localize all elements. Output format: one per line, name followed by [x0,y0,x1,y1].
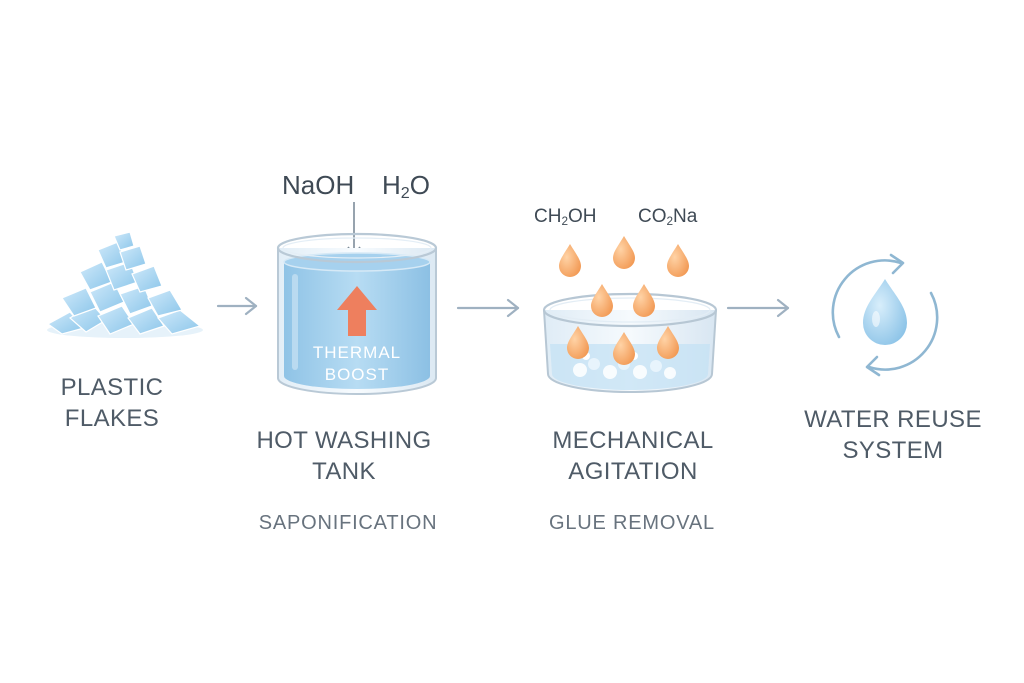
step-plastic-flakes-label: PLASTIC FLAKES [60,374,164,432]
plastic-flakes-icon [46,231,203,338]
process-saponification: SAPONIFICATION [258,512,438,534]
product-methanol: CH2OH [534,206,597,228]
thermal-boost-label: THERMAL BOOST [312,343,402,384]
flow-arrow-3-icon [726,298,790,318]
step-water-reuse-system-label: WATER REUSE SYSTEM [804,406,982,464]
hot-washing-tank-icon [276,232,438,395]
process-glue-removal: GLUE REMOVAL [549,512,715,534]
reagent-naoh: NaOH [282,170,355,200]
product-sodium-carboxylate: CO2Na [638,206,698,228]
agitation-bowl-icon [542,236,718,393]
water-reuse-cycle-icon [831,253,939,377]
flow-arrow-1-icon [216,296,258,316]
reagent-water: H2O [382,170,430,203]
step-hot-washing-tank-label: HOT WASHING TANK [256,427,432,485]
flow-arrow-2-icon [456,298,520,318]
step-mechanical-agitation-label: MECHANICAL AGITATION [552,427,714,485]
